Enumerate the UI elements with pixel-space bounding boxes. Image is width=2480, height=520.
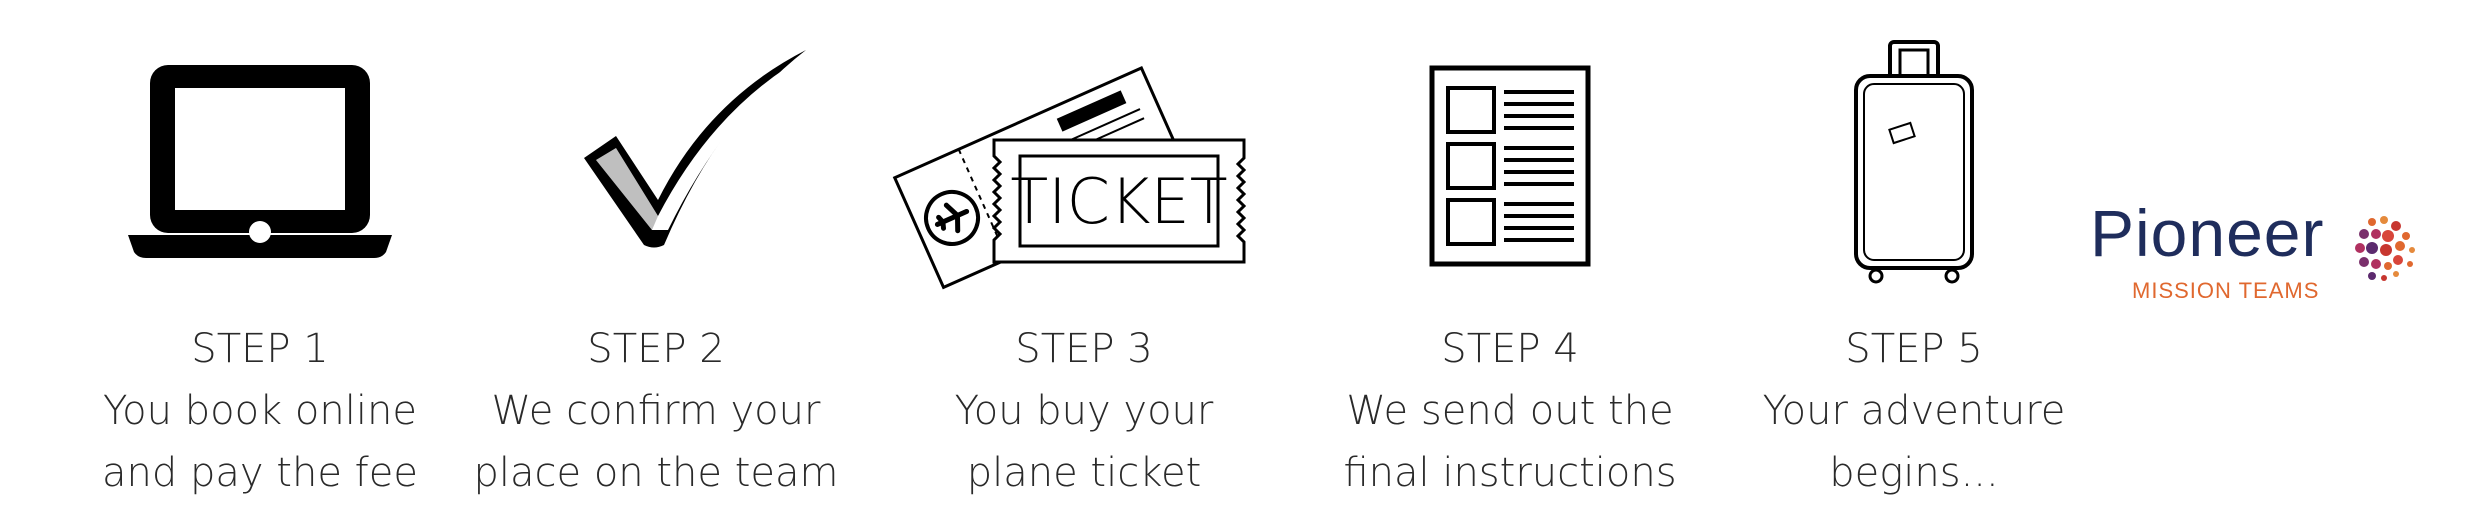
step-1-label: STEP 1 You book online and pay the fee: [50, 318, 470, 504]
step-2-label: STEP 2 We confirm your place on the team: [446, 318, 866, 504]
ticket-text: TICKET: [1010, 165, 1227, 238]
step-3-label: STEP 3 You buy your plane ticket: [874, 318, 1294, 504]
laptop-icon: [50, 40, 470, 290]
ticket-icon: TICKET: [874, 40, 1294, 290]
step-4: STEP 4 We send out the final instruction…: [1300, 0, 1720, 520]
step-5: STEP 5 Your adventure begins...: [1704, 0, 2124, 520]
step-1: STEP 1 You book online and pay the fee: [50, 0, 470, 520]
step-3-title: STEP 3: [1015, 326, 1153, 372]
step-5-line-2: begins...: [1829, 450, 1999, 496]
logo-subtitle: MISSION TEAMS: [2132, 278, 2320, 303]
step-5-line-1: Your adventure: [1762, 388, 2066, 434]
step-3: TICKET STEP 3 You buy your plane ticket: [874, 0, 1294, 520]
step-4-line-2: final instructions: [1343, 450, 1677, 496]
step-4-title: STEP 4: [1441, 326, 1579, 372]
step-5-label: STEP 5 Your adventure begins...: [1704, 318, 2124, 504]
step-3-line-2: plane ticket: [966, 450, 1202, 496]
step-2: STEP 2 We confirm your place on the team: [446, 0, 866, 520]
step-2-line-1: We confirm your: [491, 388, 821, 434]
step-1-title: STEP 1: [191, 326, 329, 372]
step-1-line-2: and pay the fee: [102, 450, 418, 496]
pioneer-logo: Pioneer MISSION TEAMS: [2070, 190, 2450, 330]
checkmark-icon: [446, 40, 866, 290]
step-3-line-1: You buy your: [954, 388, 1214, 434]
logo-word: Pioneer: [2090, 196, 2325, 270]
document-icon: [1300, 40, 1720, 290]
step-2-title: STEP 2: [587, 326, 725, 372]
globe-dots-icon: [2355, 216, 2415, 281]
step-5-title: STEP 5: [1845, 326, 1983, 372]
step-4-label: STEP 4 We send out the final instruction…: [1300, 318, 1720, 504]
step-1-line-1: You book online: [103, 388, 417, 434]
step-2-line-2: place on the team: [473, 450, 839, 496]
suitcase-icon: [1704, 40, 2124, 290]
step-4-line-1: We send out the: [1346, 388, 1674, 434]
